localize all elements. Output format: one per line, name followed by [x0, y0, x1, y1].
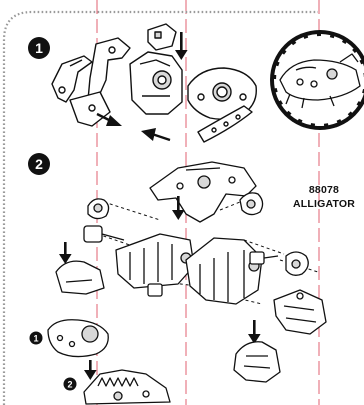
arrow-down-icon — [248, 320, 261, 344]
substep-1-parts — [48, 320, 108, 357]
axle-part — [84, 226, 102, 242]
arrow-down-icon — [59, 242, 72, 264]
axle-part — [250, 252, 264, 264]
substep-2-badge: 2 — [64, 378, 77, 391]
jaw-part — [84, 370, 170, 404]
right-chassis-part — [186, 238, 262, 304]
right-foot-lower-part — [234, 342, 280, 382]
left-foot-part — [56, 261, 104, 294]
svg-text:2: 2 — [35, 156, 43, 172]
arrow-down-icon — [84, 360, 97, 380]
peg-part — [148, 284, 162, 296]
step-2-badge: 2 — [28, 153, 50, 175]
svg-text:1: 1 — [33, 334, 38, 344]
svg-text:2: 2 — [67, 380, 72, 390]
substep-1-badge: 1 — [30, 332, 43, 345]
substep-2-parts — [84, 370, 170, 404]
torso-frame-part — [150, 162, 256, 222]
